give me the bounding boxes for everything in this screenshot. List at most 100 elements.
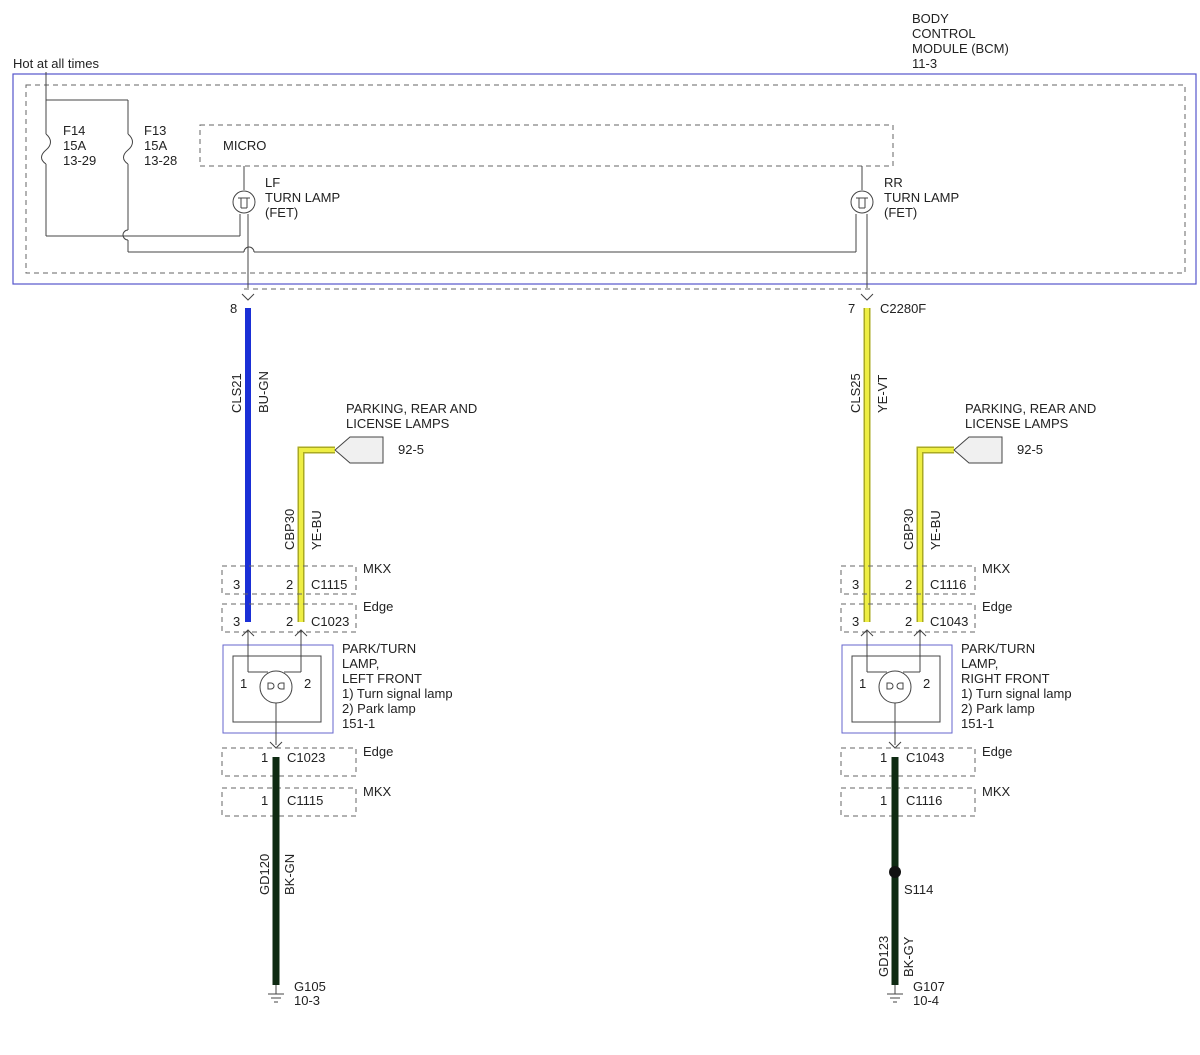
bcm-title-line-4: 11-3 — [912, 56, 937, 71]
right-ground-color: BK-GY — [901, 936, 916, 977]
right-lamp-label: PARK/TURN LAMP, RIGHT FRONT 1) Turn sign… — [961, 641, 1072, 731]
right-conn3-name: C1043 — [906, 750, 944, 765]
right-lamp-label-1: PARK/TURN — [961, 641, 1035, 656]
left-conn4-name: C1115 — [287, 793, 323, 808]
left-park-color: YE-BU — [309, 510, 324, 550]
right-conn3-model: Edge — [982, 744, 1012, 759]
right-conn1-pin-a: 3 — [852, 577, 859, 592]
right-lamp-inner — [851, 655, 941, 723]
left-lamp-label-5: 2) Park lamp — [342, 701, 416, 716]
left-conn1-model: MKX — [363, 561, 392, 576]
left-conn4-pin: 1 — [261, 793, 268, 808]
fuse-f13-name: F13 — [144, 123, 166, 138]
rr-fet-icon — [850, 166, 874, 288]
left-connector-mkx-top — [221, 565, 357, 595]
bcm-inner-dashed-box — [25, 84, 1186, 274]
right-park-color: YE-BU — [928, 510, 943, 550]
right-bcm-connector: C2280F — [880, 301, 926, 316]
right-ground-name: G107 — [913, 979, 945, 994]
right-conn4-pin: 1 — [880, 793, 887, 808]
right-lamp-pin2: 2 — [923, 676, 930, 691]
fuse-f13-rating: 15A — [144, 138, 167, 153]
left-park-label-line-2: LICENSE LAMPS — [346, 416, 450, 431]
left-conn2-pin-a: 3 — [233, 614, 240, 629]
left-park-label-line-1: PARKING, REAR AND — [346, 401, 477, 416]
right-lamp-pin1: 1 — [859, 676, 866, 691]
right-ground-circuit: GD123 — [876, 936, 891, 977]
left-lamp-label-3: LEFT FRONT — [342, 671, 422, 686]
left-conn2-pin-b: 2 — [286, 614, 293, 629]
right-lamp-label-2: LAMP, — [961, 656, 998, 671]
hot-feed-wiring — [41, 72, 857, 253]
micro-dashed-box — [199, 124, 894, 167]
right-connector-edge-bottom — [840, 747, 976, 777]
right-connector-edge-top — [840, 603, 976, 633]
fuse-f14-name: F14 — [63, 123, 85, 138]
right-park-connector-icon — [953, 436, 1003, 464]
bcm-title: BODY CONTROL MODULE (BCM) 11-3 — [912, 11, 1009, 71]
left-conn2-name: C1023 — [311, 614, 349, 629]
splice-s114-icon — [889, 866, 901, 878]
right-conn1-model: MKX — [982, 561, 1011, 576]
left-lamp-pin1: 1 — [240, 676, 247, 691]
left-park-circuit: CBP30 — [282, 509, 297, 550]
micro-label: MICRO — [223, 138, 266, 153]
bcm-title-line-3: MODULE (BCM) — [912, 41, 1009, 56]
rr-fet-line-3: (FET) — [884, 205, 917, 220]
fuse-f14-icon — [41, 133, 51, 165]
left-connector-edge-top — [221, 603, 357, 633]
fuse-f13-icon — [123, 133, 133, 165]
right-conn1-name: C1116 — [930, 577, 966, 592]
left-connector-mkx-bottom — [221, 787, 357, 817]
fuse-f14-ref: 13-29 — [63, 153, 96, 168]
right-conn4-model: MKX — [982, 784, 1011, 799]
left-conn3-name: C1023 — [287, 750, 325, 765]
right-circuit: CLS25 — [848, 373, 863, 413]
right-conn2-pin-b: 2 — [905, 614, 912, 629]
left-lamp-label-1: PARK/TURN — [342, 641, 416, 656]
left-park-connector-icon — [334, 436, 384, 464]
left-lamp-wiring — [247, 630, 302, 745]
right-splice: S114 — [904, 882, 933, 897]
left-ground-circuit: GD120 — [257, 854, 272, 895]
fuse-f13-label: F13 15A 13-28 — [144, 123, 177, 168]
left-bcm-pin-icon — [241, 293, 255, 301]
lf-fet-line-1: LF — [265, 175, 280, 190]
left-conn1-pin-a: 3 — [233, 577, 240, 592]
right-lamp-label-6: 151-1 — [961, 716, 994, 731]
right-park-label-line-2: LICENSE LAMPS — [965, 416, 1069, 431]
rr-fet-line-1: RR — [884, 175, 903, 190]
right-connector-mkx-top — [840, 565, 976, 595]
right-park-ref: 92-5 — [1017, 442, 1043, 457]
left-conn2-model: Edge — [363, 599, 393, 614]
bcm-title-line-1: BODY — [912, 11, 949, 26]
left-lamp-label-6: 151-1 — [342, 716, 375, 731]
left-conn3-model: Edge — [363, 744, 393, 759]
left-lamp-label-4: 1) Turn signal lamp — [342, 686, 453, 701]
right-park-label-line-1: PARKING, REAR AND — [965, 401, 1096, 416]
left-ground-name: G105 — [294, 979, 326, 994]
lf-fet-line-3: (FET) — [265, 205, 298, 220]
rr-fet-line-2: TURN LAMP — [884, 190, 959, 205]
left-conn1-pin-b: 2 — [286, 577, 293, 592]
left-ground-icon — [268, 985, 284, 1003]
bcm-title-line-2: CONTROL — [912, 26, 976, 41]
right-lamp-label-3: RIGHT FRONT — [961, 671, 1050, 686]
right-lamp-label-4: 1) Turn signal lamp — [961, 686, 1072, 701]
right-park-wire — [916, 446, 954, 622]
left-park-wire — [297, 446, 335, 622]
fuse-f14-label: F14 15A 13-29 — [63, 123, 96, 168]
left-lamp-inner — [232, 655, 322, 723]
right-conn2-pin-a: 3 — [852, 614, 859, 629]
right-ground-icon — [887, 985, 903, 1003]
bcm-outer-box — [12, 73, 1197, 285]
fuse-f14-rating: 15A — [63, 138, 86, 153]
right-conn1-pin-b: 2 — [905, 577, 912, 592]
rr-fet-label: RR TURN LAMP (FET) — [884, 175, 959, 220]
right-bcm-pin-icon — [860, 293, 874, 301]
lf-fet-label: LF TURN LAMP (FET) — [265, 175, 340, 220]
hot-label: Hot at all times — [13, 56, 99, 71]
left-circuit: CLS21 — [229, 373, 244, 413]
left-conn3-pin: 1 — [261, 750, 268, 765]
